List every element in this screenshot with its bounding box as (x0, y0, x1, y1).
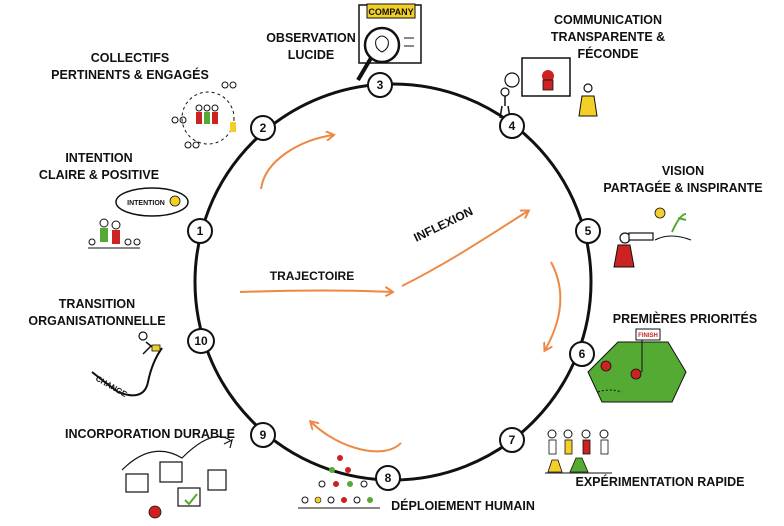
arrow-bottom (311, 422, 402, 453)
label-trajectoire: TRAJECTOIRE (270, 269, 354, 283)
intention-text: INTENTION (127, 200, 165, 207)
step-label-4: COMMUNICATION TRANSPARENTE & FÉCONDE (550, 13, 666, 61)
change-text: CHANGE (94, 374, 129, 399)
arrow-inflexion (401, 211, 528, 287)
step-node-1: 1 (187, 218, 213, 244)
incorporation-sketch (121, 436, 233, 519)
step-label-8: DÉPLOIEMENT HUMAIN (391, 499, 535, 513)
finish-text: FINISH (638, 333, 658, 339)
step-label-5: VISION PARTAGÉE & INSPIRANTE (603, 164, 763, 195)
step-label-3: OBSERVATION LUCIDE (266, 31, 356, 62)
step-node-8: 8 (375, 465, 401, 491)
collective-group-sketch (171, 81, 237, 149)
step-label-7: EXPÉRIMENTATION RAPIDE (575, 475, 745, 489)
priorities-sketch: FINISH (587, 328, 687, 403)
step-label-6: PREMIÈRES PRIORITÉS (612, 312, 758, 326)
step-node-10: 10 (187, 328, 215, 354)
experimentation-sketch (545, 429, 612, 474)
step-label-2: COLLECTIFS PERTINENTS & ENGAGÉS (51, 51, 209, 82)
step-node-6: 6 (569, 341, 595, 367)
step-node-9: 9 (250, 422, 276, 448)
deployment-crowd-sketch (298, 455, 380, 509)
step-label-10: TRANSITION ORGANISATIONNELLE (28, 297, 166, 328)
step-label-1: INTENTION CLAIRE & POSITIVE (38, 151, 160, 182)
arrow-trajectoire (239, 291, 392, 293)
intention-sketch: INTENTION (88, 187, 189, 249)
arrow-upper-left (260, 135, 333, 190)
company-text: COMPANY (368, 7, 413, 17)
step-label-9: INCORPORATION DURABLE (65, 427, 235, 441)
step-node-2: 2 (250, 115, 276, 141)
step-node-4: 4 (499, 113, 525, 139)
step-node-3: 3 (367, 72, 393, 98)
transition-sketch: CHANGE (91, 331, 163, 399)
arrow-right (545, 261, 562, 350)
magnifier-company-sketch: COMPANY (356, 3, 422, 82)
cycle-ring (193, 82, 593, 482)
step-node-7: 7 (499, 427, 525, 453)
label-inflexion: INFLEXION (411, 204, 475, 245)
step-node-5: 5 (575, 218, 601, 244)
vision-sketch (613, 207, 692, 268)
communication-sketch (499, 57, 598, 119)
